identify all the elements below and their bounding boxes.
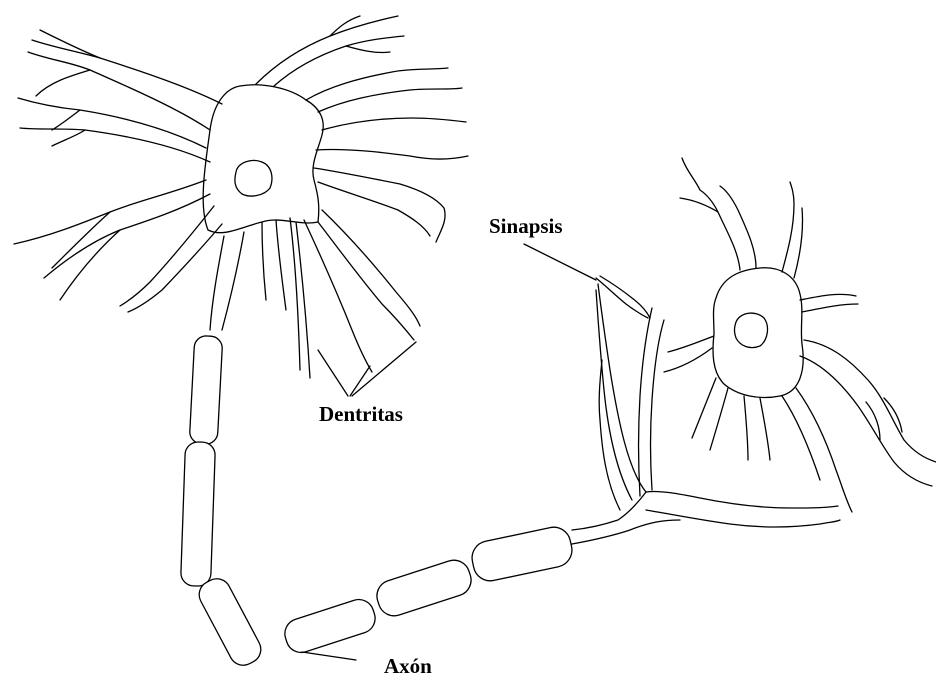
- neuron-1-dendrite: [318, 182, 430, 236]
- neuron-1-dendrite: [290, 218, 310, 378]
- myelin-segment: [373, 556, 475, 620]
- neuron-2-nucleus: [735, 313, 768, 348]
- neuron-2-base: [646, 491, 840, 527]
- neuron-1-dendrite: [20, 128, 210, 162]
- myelin-segment: [194, 574, 265, 670]
- axon: [180, 335, 680, 670]
- neuron-1-dendrite: [322, 210, 420, 326]
- neuron-1-axon-hillock: [210, 232, 244, 330]
- dendrites-leader-line: [318, 350, 348, 396]
- neuron-2-side: [664, 336, 714, 372]
- neuron-1-dendrite: [256, 16, 398, 84]
- neuron-1-dendrite: [318, 88, 462, 112]
- neuron-1-dendrite: [32, 40, 222, 104]
- neuron-1-dendrite: [316, 149, 468, 159]
- dendrites-label: Dentritas: [319, 404, 403, 425]
- neuron-1-nucleus: [235, 160, 272, 196]
- axon-leader-line: [302, 652, 356, 660]
- neuron-1-dendrite: [322, 118, 466, 130]
- neuron-2-dendrite: [692, 378, 728, 450]
- neuron-2-soma-outline: [713, 268, 803, 398]
- myelin-segment: [180, 442, 215, 587]
- neuron-1-dendrite: [318, 222, 414, 340]
- neuron-1-dendrite: [120, 206, 214, 306]
- axon-terminal: [572, 492, 680, 544]
- neuron-1-dendrite: [128, 224, 222, 312]
- myelin-segment: [189, 335, 223, 444]
- neuron-1-dendrite: [18, 98, 206, 148]
- neuron-2-dendrite: [700, 186, 756, 270]
- synapse-leader-line: [524, 244, 596, 280]
- neuron-1-dendrite: [262, 220, 286, 310]
- neuron-2-dendrite: [782, 388, 852, 512]
- neuron-1-dendrite: [304, 220, 372, 372]
- neuron-2-dendrite: [744, 396, 770, 460]
- neuron-1: [14, 16, 468, 378]
- neuron-2-dendrite: [804, 340, 936, 462]
- myelin-segment: [281, 596, 379, 657]
- neuron-1-soma-outline: [203, 85, 323, 233]
- neuron-2: [596, 158, 936, 527]
- neuron-2-side: [639, 308, 665, 496]
- neuron-1-dendrite: [330, 16, 390, 53]
- neuron-2-dendrite: [782, 182, 803, 278]
- axon-label: Axón: [384, 656, 432, 676]
- myelin-segment: [469, 524, 575, 584]
- neuron-2-dendrite: [800, 294, 858, 312]
- neuron-2-dendrite: [680, 158, 718, 212]
- synapse-label: Sinapsis: [489, 216, 563, 237]
- neuron-1-dendrite: [52, 110, 85, 146]
- synaptic-branch: [600, 276, 650, 318]
- synaptic-branch: [599, 360, 620, 510]
- neuron-2-dendrite: [800, 356, 932, 486]
- neuron-1-dendrite: [52, 212, 120, 300]
- synaptic-branch: [596, 278, 648, 318]
- dendrites-leader-line: [352, 342, 416, 396]
- neuron-1-dendrite: [274, 36, 404, 86]
- dendrites-leader-line: [350, 366, 370, 396]
